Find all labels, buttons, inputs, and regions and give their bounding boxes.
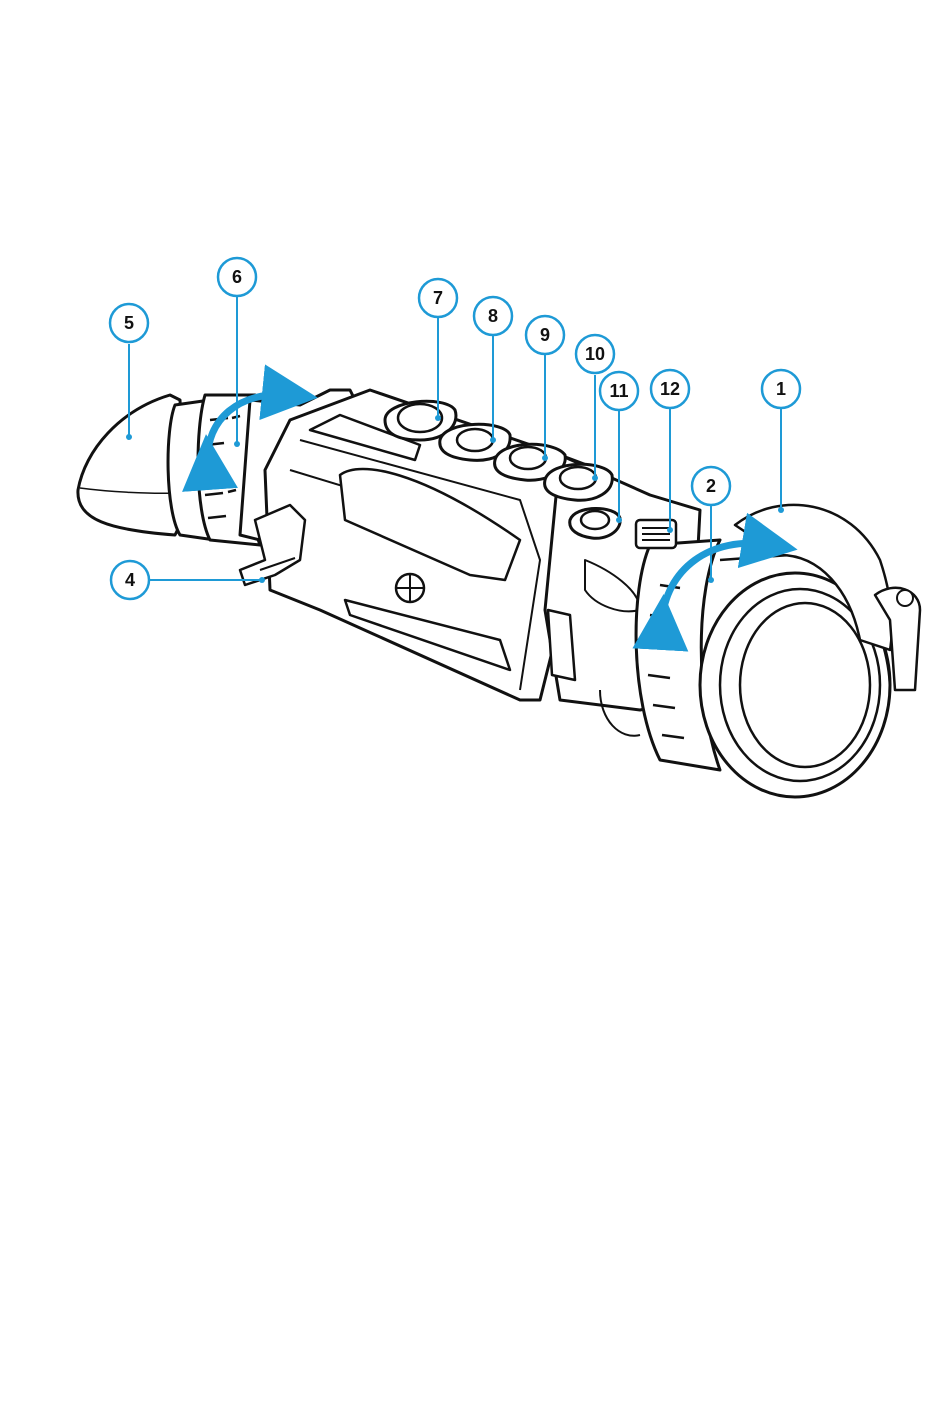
callout-label: 9: [540, 325, 550, 345]
callout-4: 4: [111, 561, 149, 599]
callout-6: 6: [218, 258, 256, 296]
button-10: [560, 467, 596, 489]
objective-lens: [740, 603, 870, 767]
callout-label: 8: [488, 306, 498, 326]
callout-1: 1: [762, 370, 800, 408]
callout-9: 9: [526, 316, 564, 354]
button-9: [510, 447, 546, 469]
callout-label: 5: [124, 313, 134, 333]
callout-label: 10: [585, 344, 605, 364]
callout-12: 12: [651, 370, 689, 408]
button-8: [457, 429, 493, 451]
callout-label: 12: [660, 379, 680, 399]
callout-5: 5: [110, 304, 148, 342]
callout-label: 6: [232, 267, 242, 287]
callout-label: 1: [776, 379, 786, 399]
button-11: [581, 511, 609, 529]
callout-7: 7: [419, 279, 457, 317]
callout-label: 7: [433, 288, 443, 308]
callout-11: 11: [600, 372, 638, 410]
callout-2: 2: [692, 467, 730, 505]
callout-8: 8: [474, 297, 512, 335]
callout-label: 2: [706, 476, 716, 496]
callout-10: 10: [576, 335, 614, 373]
callout-label: 4: [125, 570, 135, 590]
callout-label: 11: [609, 381, 628, 401]
